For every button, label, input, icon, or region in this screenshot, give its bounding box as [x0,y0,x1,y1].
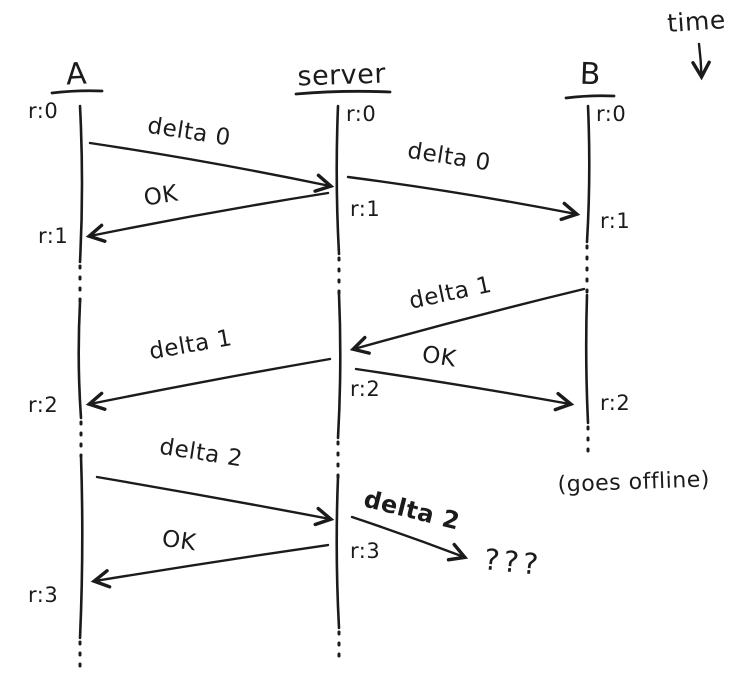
revisions-a: r:0 r:1 r:2 r:3 [28,99,68,607]
lifeline-a-segment [77,300,83,420]
message-arrow [354,367,575,412]
revision-label: r:2 [28,393,58,417]
lifeline-b [584,104,591,454]
message-arrow [90,543,330,589]
lifeline-b-segment [585,104,591,244]
message-label: OK [420,342,458,373]
lifeline-headers: A server B [50,56,616,100]
message-label: OK [142,181,180,212]
lifeline-b-label: B [579,57,601,93]
revision-label: r:0 [28,99,58,123]
notes: ??? (goes offline) [482,467,710,582]
message-delta0-a-to-server: delta 0 [88,113,335,193]
message-delta2-a-to-server: delta 2 [95,434,335,527]
message-label: OK [160,526,198,557]
lifeline-a-segment [78,104,84,264]
lifeline-server-underline [294,89,392,96]
revision-label: r:2 [350,377,380,401]
message-delta1-b-to-server: delta 1 [349,272,586,355]
message-arrow [350,515,469,562]
lifeline-a [77,104,84,668]
lifeline-server-segment [335,104,341,256]
revision-label: r:3 [350,539,380,563]
message-ok2-server-to-a: OK [90,526,330,589]
lifeline-b-underline [564,94,616,100]
message-arrow [85,191,330,243]
message-arrow [346,175,581,222]
time-label: time [666,5,726,38]
lifeline-server-label: server [297,58,387,92]
message-arrow [88,141,335,193]
message-delta1-server-to-a: delta 1 [85,325,332,411]
message-label: delta 2 [361,485,463,536]
lifeline-server-segment [336,292,342,440]
revision-label: r:2 [600,391,630,415]
revisions-b: r:0 r:1 r:2 [596,102,630,415]
revision-label: r:0 [596,102,626,126]
undelivered-note: ??? [482,542,543,582]
message-ok-server-to-b: OK [354,342,575,412]
lifeline-b-segment [584,293,590,425]
message-arrow [95,475,335,527]
message-arrow [349,287,586,355]
time-indicator: time [666,5,727,81]
revision-label: r:1 [600,209,630,233]
message-label: delta 2 [158,434,245,473]
revision-label: r:3 [28,583,58,607]
revision-label: r:1 [38,224,68,248]
lifeline-a-label: A [65,56,88,92]
message-label: delta 1 [407,272,494,315]
revision-label: r:0 [346,102,376,126]
message-label: delta 0 [406,138,493,177]
time-arrow-icon [691,42,711,81]
message-arrow [85,357,332,411]
message-label: delta 1 [147,325,234,365]
lifeline-a-underline [50,89,104,95]
message-delta0-server-to-b: delta 0 [346,138,581,222]
lifeline-a-segment [78,454,84,640]
lifeline-server-segment [335,475,341,630]
message-label: delta 0 [146,113,233,152]
message-ok-server-to-a: OK [85,181,330,243]
lifeline-server [335,104,342,660]
revisions-server: r:0 r:1 r:2 r:3 [346,102,380,563]
goes-offline-note: (goes offline) [557,467,710,497]
revision-label: r:1 [350,197,380,221]
